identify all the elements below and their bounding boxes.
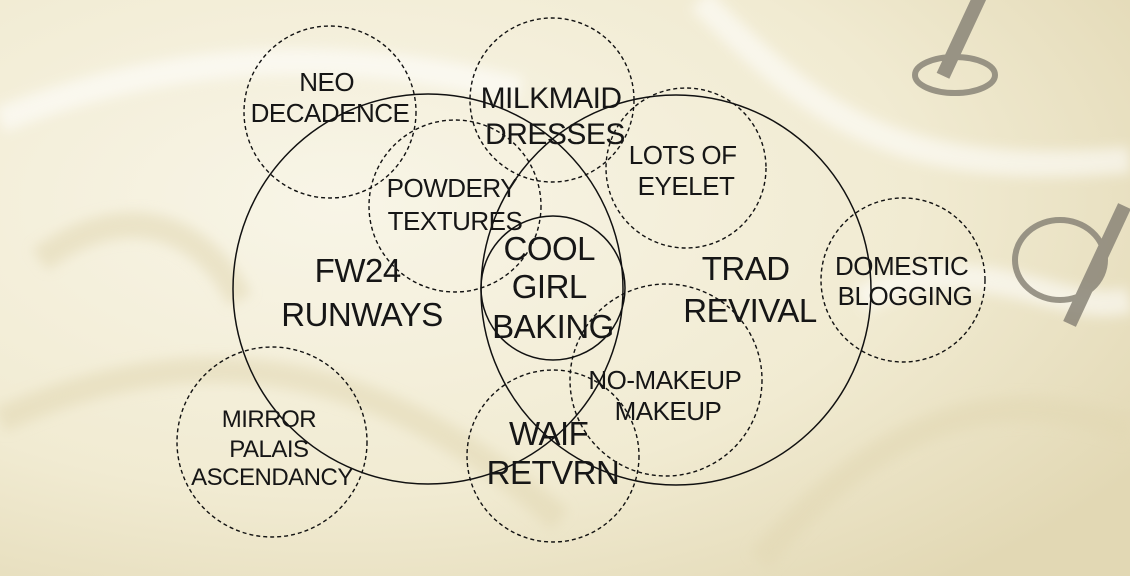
lots-of-eyelet-circle: [605, 87, 767, 249]
mirror-palais-ascendancy-label: MIRROR PALAIS ASCENDANCY: [191, 406, 353, 491]
powdery-textures-circle: [368, 119, 542, 293]
fw24-runways-circle: [232, 93, 624, 485]
no-makeup-makeup-label: NO-MAKEUP MAKEUP: [588, 365, 747, 426]
cream-swirl: [32, 212, 252, 307]
cream-swirl: [690, 0, 1130, 177]
cream-swirl: [854, 264, 1130, 317]
cream-swirl: [750, 396, 1130, 569]
lots-of-eyelet-label: LOTS OF EYELET: [629, 140, 743, 201]
cream-swirl: [0, 48, 524, 133]
mixer-beater-top: [912, 0, 998, 96]
cool-girl-baking-label: COOL GIRL BAKING: [492, 230, 614, 345]
no-makeup-makeup-circle: [569, 283, 763, 477]
milkmaid-dresses-circle: [469, 17, 635, 183]
labels: FW24 RUNWAYS TRAD REVIVAL COOL GIRL BAKI…: [191, 67, 975, 491]
cream-swirl: [0, 356, 569, 530]
waif-retvrn-label: WAIF RETVRN: [487, 415, 620, 491]
milkmaid-dresses-label: MILKMAID DRESSES: [481, 82, 630, 151]
waif-retvrn-circle: [466, 369, 640, 543]
neo-decadence-circle: [243, 25, 417, 199]
domestic-blogging-circle: [820, 197, 986, 363]
neo-decadence-label: NEO DECADENCE: [251, 67, 410, 128]
powdery-textures-label: POWDERY TEXTURES: [387, 173, 524, 236]
mixer-beater-right: [1012, 203, 1130, 327]
trad-revival-label: TRAD REVIVAL: [683, 250, 817, 329]
trend-circles: [176, 17, 986, 543]
mirror-palais-ascendancy-circle: [176, 346, 368, 538]
domestic-blogging-label: DOMESTIC BLOGGING: [835, 251, 975, 311]
fw24-runways-label: FW24 RUNWAYS: [281, 252, 443, 333]
